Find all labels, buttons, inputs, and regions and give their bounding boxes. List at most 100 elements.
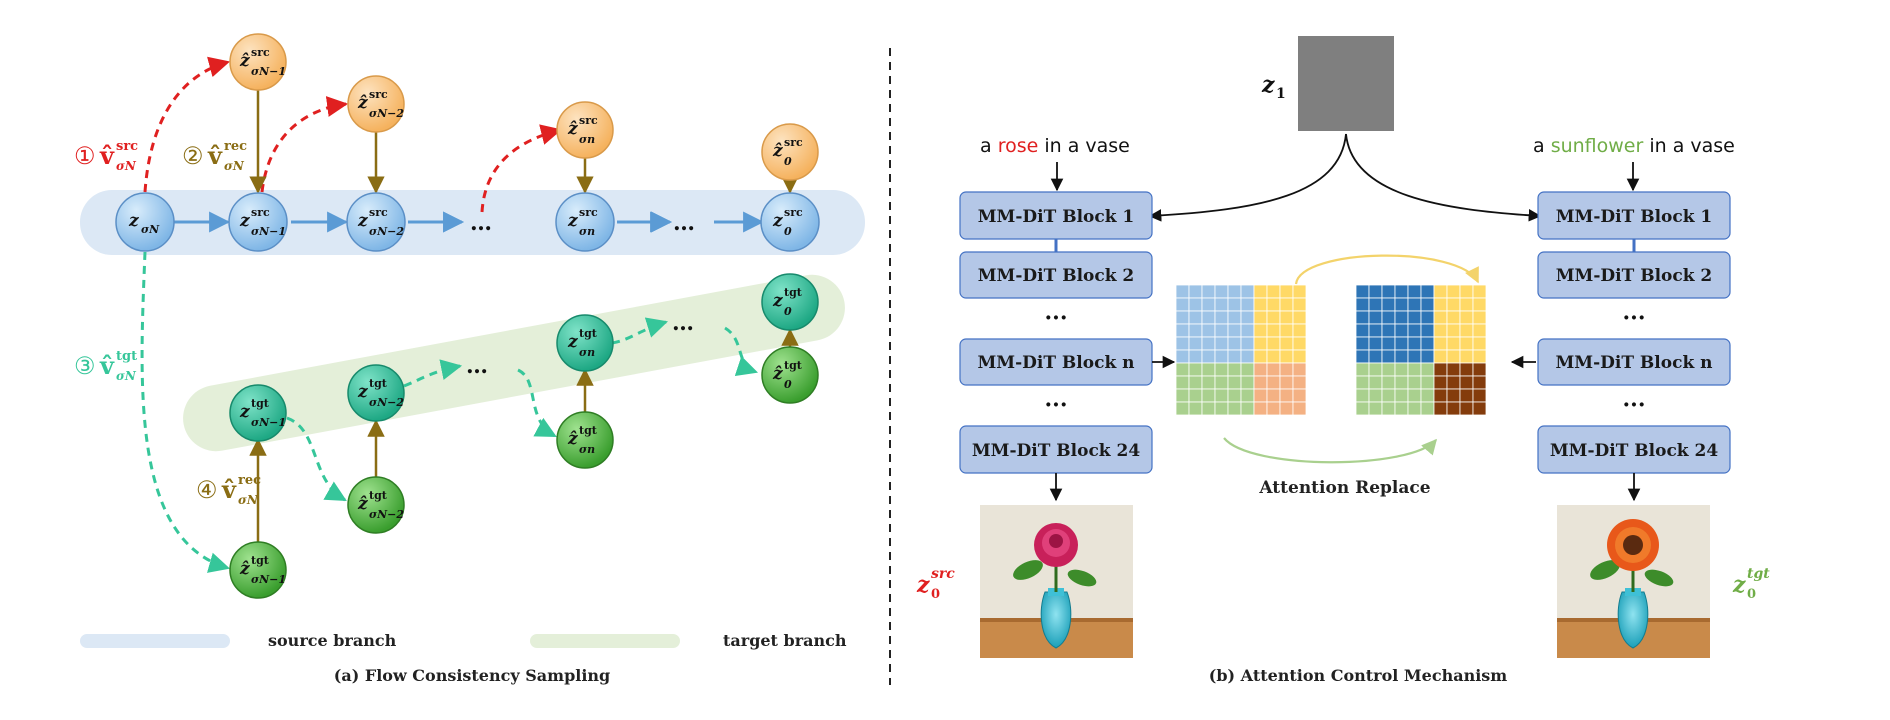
attention-cell [1446, 284, 1461, 299]
attention-cell [1240, 388, 1255, 403]
attention-cell [1214, 349, 1229, 364]
hat-tgt-node-sigman: ẑ tgt σn [556, 411, 614, 469]
svg-text:rec: rec [238, 473, 261, 488]
attention-cell [1175, 336, 1190, 351]
svg-text:tgt: tgt [1747, 566, 1770, 582]
attention-cell [1201, 388, 1216, 403]
tgt-node-sigman: z tgt σn [556, 314, 614, 372]
attention-cell [1175, 297, 1190, 312]
attention-cell [1459, 375, 1474, 390]
svg-text:src: src [579, 206, 598, 219]
svg-text:ẑ: ẑ [239, 51, 250, 71]
svg-text:ẑ: ẑ [357, 93, 368, 113]
svg-text:tgt: tgt [579, 327, 598, 340]
hat-src-node-0: ẑ src 0 [761, 123, 819, 181]
right-block-stack: MM-DiT Block 1 MM-DiT Block 2 ··· MM-DiT… [1537, 191, 1731, 474]
legend-source-label: source branch [268, 631, 397, 650]
attention-cell [1175, 349, 1190, 364]
attention-cell [1214, 362, 1229, 377]
svg-text:ẑ: ẑ [567, 119, 578, 139]
attention-cell [1266, 349, 1281, 364]
attention-cell [1355, 323, 1370, 338]
attention-cell [1266, 375, 1281, 390]
svg-text:z: z [772, 291, 783, 311]
attention-cell [1459, 310, 1474, 325]
attention-cell [1201, 401, 1216, 416]
attention-cell [1175, 323, 1190, 338]
attention-cell [1355, 349, 1370, 364]
legend-target-label: target branch [723, 631, 847, 650]
attention-cell [1407, 388, 1422, 403]
attention-cell [1266, 284, 1281, 299]
right-block-n [1537, 338, 1731, 386]
attention-cell [1214, 401, 1229, 416]
svg-text:src: src [369, 88, 388, 101]
attention-cell [1394, 349, 1409, 364]
attention-cell [1201, 336, 1216, 351]
attention-cell [1253, 401, 1268, 416]
svg-text:tgt: tgt [251, 554, 270, 567]
attention-cell [1188, 310, 1203, 325]
attention-cell [1253, 310, 1268, 325]
attention-cell [1459, 401, 1474, 416]
attention-cell [1227, 401, 1242, 416]
step1-label: ① v̂ src σN [74, 139, 138, 173]
attention-cell [1368, 297, 1383, 312]
olive-arrows-top [249, 87, 799, 194]
svg-text:z: z [1732, 572, 1746, 598]
attention-cell [1459, 362, 1474, 377]
attention-cell [1368, 375, 1383, 390]
attention-cell [1472, 362, 1487, 377]
attention-cell [1214, 297, 1229, 312]
attention-replace-label: Attention Replace [1258, 478, 1430, 498]
svg-text:tgt: tgt [369, 489, 388, 502]
attention-cell [1407, 375, 1422, 390]
attention-cell [1420, 284, 1435, 299]
hat-src-node-sigmaN-1: ẑ src σN−1 [229, 33, 287, 91]
svg-text:v̂: v̂ [99, 141, 115, 170]
attention-cell [1175, 310, 1190, 325]
attention-cell [1292, 375, 1307, 390]
attention-cell [1253, 388, 1268, 403]
attention-cell [1201, 349, 1216, 364]
attention-cell [1472, 284, 1487, 299]
attention-replace-arrow-bottom [1223, 437, 1438, 464]
attention-cell [1394, 375, 1409, 390]
svg-text:z: z [239, 402, 250, 422]
attention-cell [1433, 284, 1448, 299]
source-ellipsis-1: … [470, 210, 492, 236]
svg-text:src: src [116, 139, 138, 154]
attention-cell [1472, 297, 1487, 312]
attention-cell [1394, 310, 1409, 325]
noise-arrow-right [1345, 133, 1542, 222]
svg-text:σN: σN [116, 369, 137, 383]
attention-cell [1279, 362, 1294, 377]
attention-cell [1240, 349, 1255, 364]
attention-cell [1459, 388, 1474, 403]
svg-text:z: z [567, 332, 578, 352]
attention-cell [1292, 349, 1307, 364]
attention-cell [1446, 323, 1461, 338]
svg-text:src: src [784, 136, 803, 149]
attention-cell [1394, 336, 1409, 351]
attention-cell [1459, 284, 1474, 299]
teal-dashed-arrows [140, 251, 758, 573]
attention-cell [1368, 336, 1383, 351]
attention-cell [1240, 362, 1255, 377]
svg-text:σN: σN [238, 493, 259, 507]
attention-replace-arrow-top [1294, 254, 1479, 285]
attention-cell [1355, 401, 1370, 416]
svg-text:③: ③ [74, 352, 96, 380]
attention-cell [1407, 336, 1422, 351]
left-block-2 [959, 251, 1153, 299]
attention-cell [1188, 375, 1203, 390]
attention-cell [1253, 297, 1268, 312]
attention-cell [1240, 323, 1255, 338]
svg-text:src: src [931, 566, 955, 582]
attention-cell [1394, 323, 1409, 338]
attention-cell [1433, 310, 1448, 325]
attention-cell [1381, 284, 1396, 299]
attention-cell [1279, 336, 1294, 351]
attention-cell [1355, 310, 1370, 325]
attention-cell [1214, 323, 1229, 338]
